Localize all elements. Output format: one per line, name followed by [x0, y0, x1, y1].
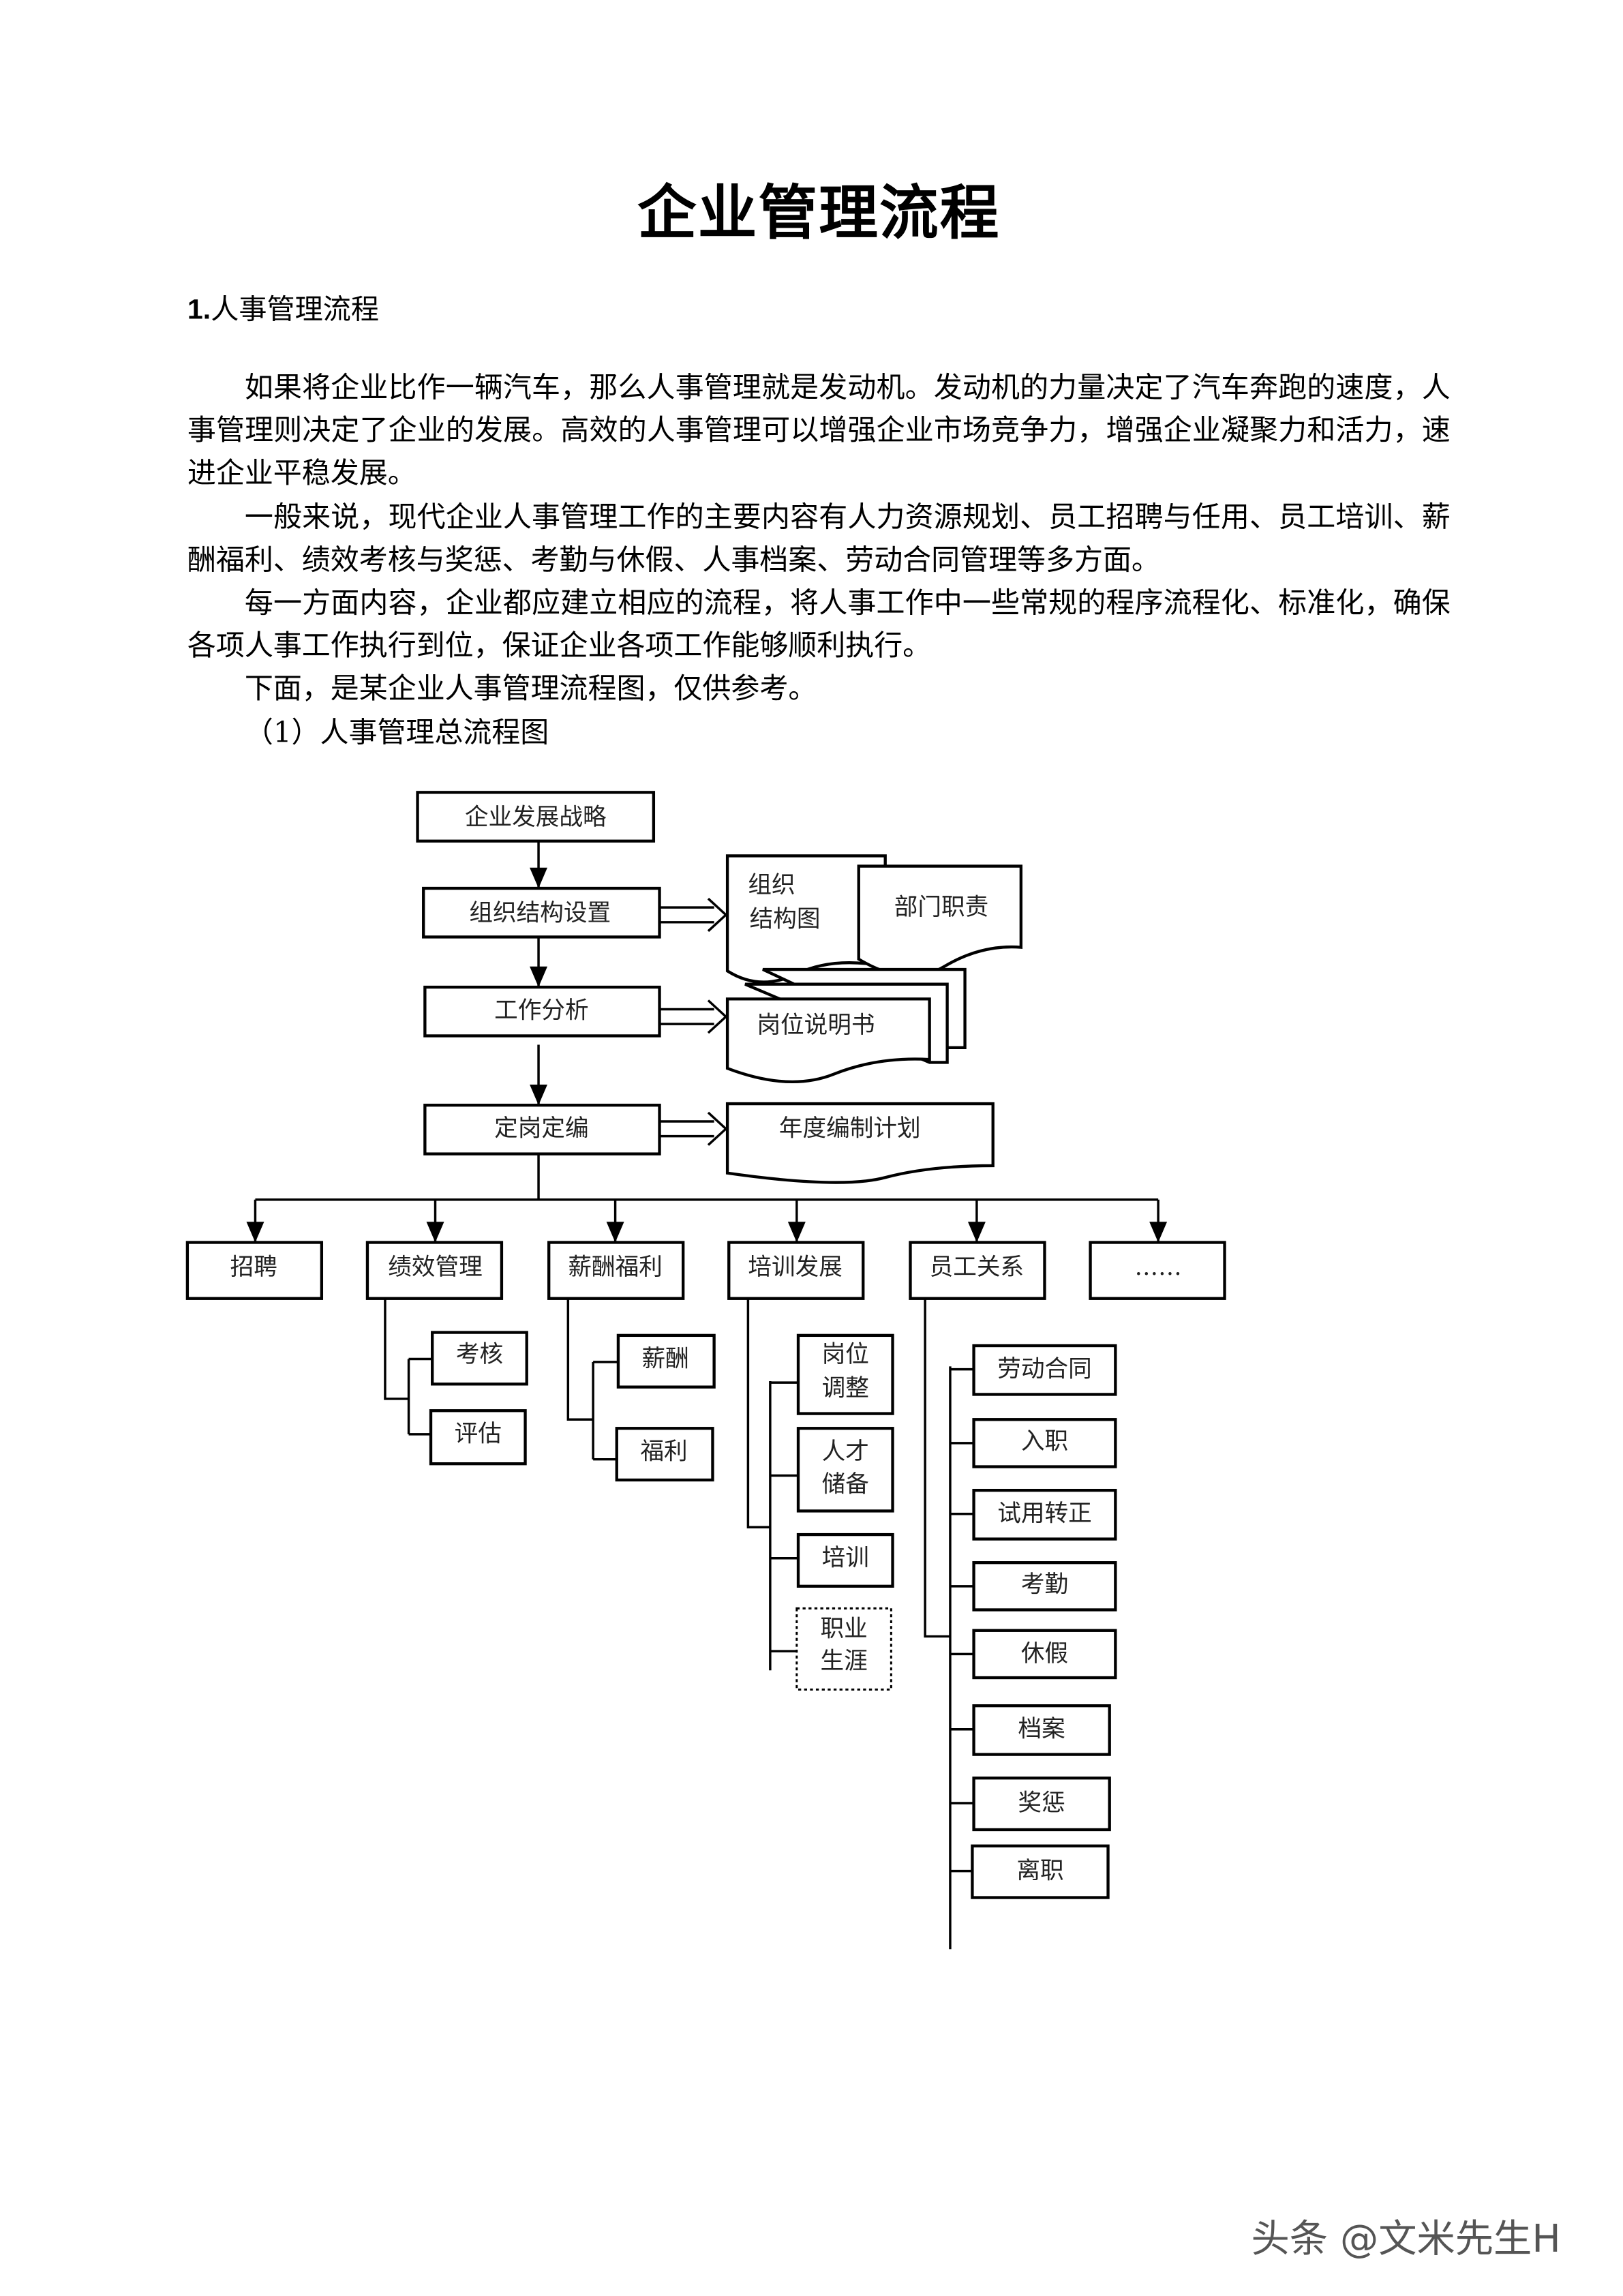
- svg-text:福利: 福利: [640, 1438, 687, 1466]
- sub-salary: 薪酬: [616, 1333, 716, 1389]
- svg-text:结构图: 结构图: [750, 905, 821, 933]
- svg-text:企业发展战略: 企业发展战略: [465, 804, 607, 831]
- branch-performance: 绩效管理: [365, 1241, 504, 1300]
- compensation-connectors: [566, 1298, 618, 1461]
- figure-caption: （1）人事管理总流程图: [244, 714, 549, 749]
- box-staffing: 定岗定编: [423, 1104, 661, 1155]
- svg-text:劳动合同: 劳动合同: [997, 1355, 1092, 1383]
- box-job-analysis: 工作分析: [423, 985, 661, 1038]
- paragraph: 下面，是某企业人事管理流程图，仅供参考。: [244, 671, 817, 706]
- svg-text:储备: 储备: [822, 1470, 869, 1498]
- svg-text:档案: 档案: [1018, 1716, 1065, 1743]
- box-org-structure: 组织结构设置: [422, 886, 661, 939]
- svg-text:招聘: 招聘: [230, 1254, 277, 1281]
- sub-probation: 试用转正: [972, 1488, 1117, 1541]
- svg-text:休假: 休假: [1021, 1640, 1068, 1667]
- branch-recruitment: 招聘: [185, 1241, 324, 1300]
- main-flow-connectors: [246, 841, 1168, 1243]
- svg-text:部门职责: 部门职责: [894, 894, 989, 921]
- svg-text:薪酬: 薪酬: [642, 1345, 689, 1372]
- svg-text:岗位说明书: 岗位说明书: [757, 1012, 875, 1039]
- doc-dept-duties: 部门职责: [857, 864, 1022, 978]
- sub-resignation: 离职: [971, 1844, 1110, 1899]
- relations-connectors: [924, 1298, 974, 1950]
- section-number: 1.: [187, 294, 211, 327]
- doc-annual-plan: 年度编制计划: [725, 1102, 995, 1184]
- svg-text:员工关系: 员工关系: [930, 1254, 1025, 1281]
- paragraph: 如果将企业比作一辆汽车，那么人事管理就是发动机。发动机的力量决定了汽车奔跑的速度…: [187, 370, 1451, 491]
- svg-text:试用转正: 试用转正: [997, 1500, 1092, 1528]
- svg-text:组织结构设置: 组织结构设置: [469, 900, 611, 927]
- branch-training: 培训发展: [727, 1241, 865, 1300]
- sub-records: 档案: [972, 1704, 1111, 1756]
- branch-more: ……: [1089, 1241, 1226, 1300]
- svg-text:奖惩: 奖惩: [1018, 1789, 1065, 1817]
- svg-text:培训: 培训: [822, 1545, 869, 1572]
- svg-text:职业: 职业: [820, 1615, 867, 1642]
- sub-onboarding: 入职: [972, 1418, 1117, 1468]
- branch-employee-relations: 员工关系: [909, 1241, 1046, 1300]
- svg-text:年度编制计划: 年度编制计划: [779, 1115, 921, 1143]
- svg-text:岗位: 岗位: [822, 1341, 869, 1368]
- svg-text:工作分析: 工作分析: [494, 997, 589, 1025]
- svg-text:生涯: 生涯: [820, 1648, 867, 1675]
- svg-text:组织: 组织: [748, 872, 795, 899]
- sub-attendance: 考勤: [972, 1561, 1117, 1612]
- page-title: 企业管理流程: [637, 178, 1001, 248]
- sub-leave: 休假: [972, 1629, 1117, 1680]
- sub-benefits: 福利: [615, 1427, 714, 1482]
- section-title: 人事管理流程: [211, 294, 380, 327]
- svg-text:入职: 入职: [1021, 1428, 1068, 1455]
- training-connectors: [746, 1298, 798, 1671]
- watermark: 头条 @文米先生H: [1251, 2218, 1561, 2263]
- sub-rewards-penalties: 奖惩: [972, 1777, 1111, 1832]
- sub-training: 培训: [796, 1532, 894, 1588]
- svg-text:绩效管理: 绩效管理: [388, 1254, 483, 1281]
- svg-text:定岗定编: 定岗定编: [494, 1115, 589, 1143]
- svg-text:评估: 评估: [455, 1421, 502, 1448]
- svg-text:培训发展: 培训发展: [748, 1254, 843, 1281]
- svg-text:考核: 考核: [456, 1341, 503, 1368]
- svg-text:考勤: 考勤: [1021, 1571, 1068, 1598]
- sub-assessment: 考核: [431, 1331, 528, 1386]
- branch-compensation: 薪酬福利: [547, 1241, 685, 1300]
- svg-text:……: ……: [1135, 1254, 1182, 1281]
- paragraph: 一般来说，现代企业人事管理工作的主要内容有人力资源规划、员工招聘与任用、员工培训…: [187, 499, 1451, 577]
- svg-text:薪酬福利: 薪酬福利: [568, 1254, 663, 1281]
- sub-labor-contract: 劳动合同: [972, 1344, 1117, 1396]
- svg-text:人才: 人才: [822, 1438, 869, 1466]
- svg-text:离职: 离职: [1016, 1857, 1063, 1884]
- paragraph: 每一方面内容，企业都应建立相应的流程，将人事工作中一些常规的程序流程化、标准化，…: [187, 586, 1451, 663]
- sub-evaluation: 评估: [429, 1409, 527, 1466]
- svg-text:调整: 调整: [822, 1375, 869, 1402]
- performance-connectors: [384, 1298, 433, 1436]
- doc-job-description: 岗位说明书: [725, 967, 967, 1083]
- double-arrows: [659, 897, 728, 1146]
- body-text: 如果将企业比作一辆汽车，那么人事管理就是发动机。发动机的力量决定了汽车奔跑的速度…: [187, 366, 1451, 754]
- section-heading: 1.人事管理流程: [187, 288, 379, 327]
- box-strategy: 企业发展战略: [416, 791, 656, 843]
